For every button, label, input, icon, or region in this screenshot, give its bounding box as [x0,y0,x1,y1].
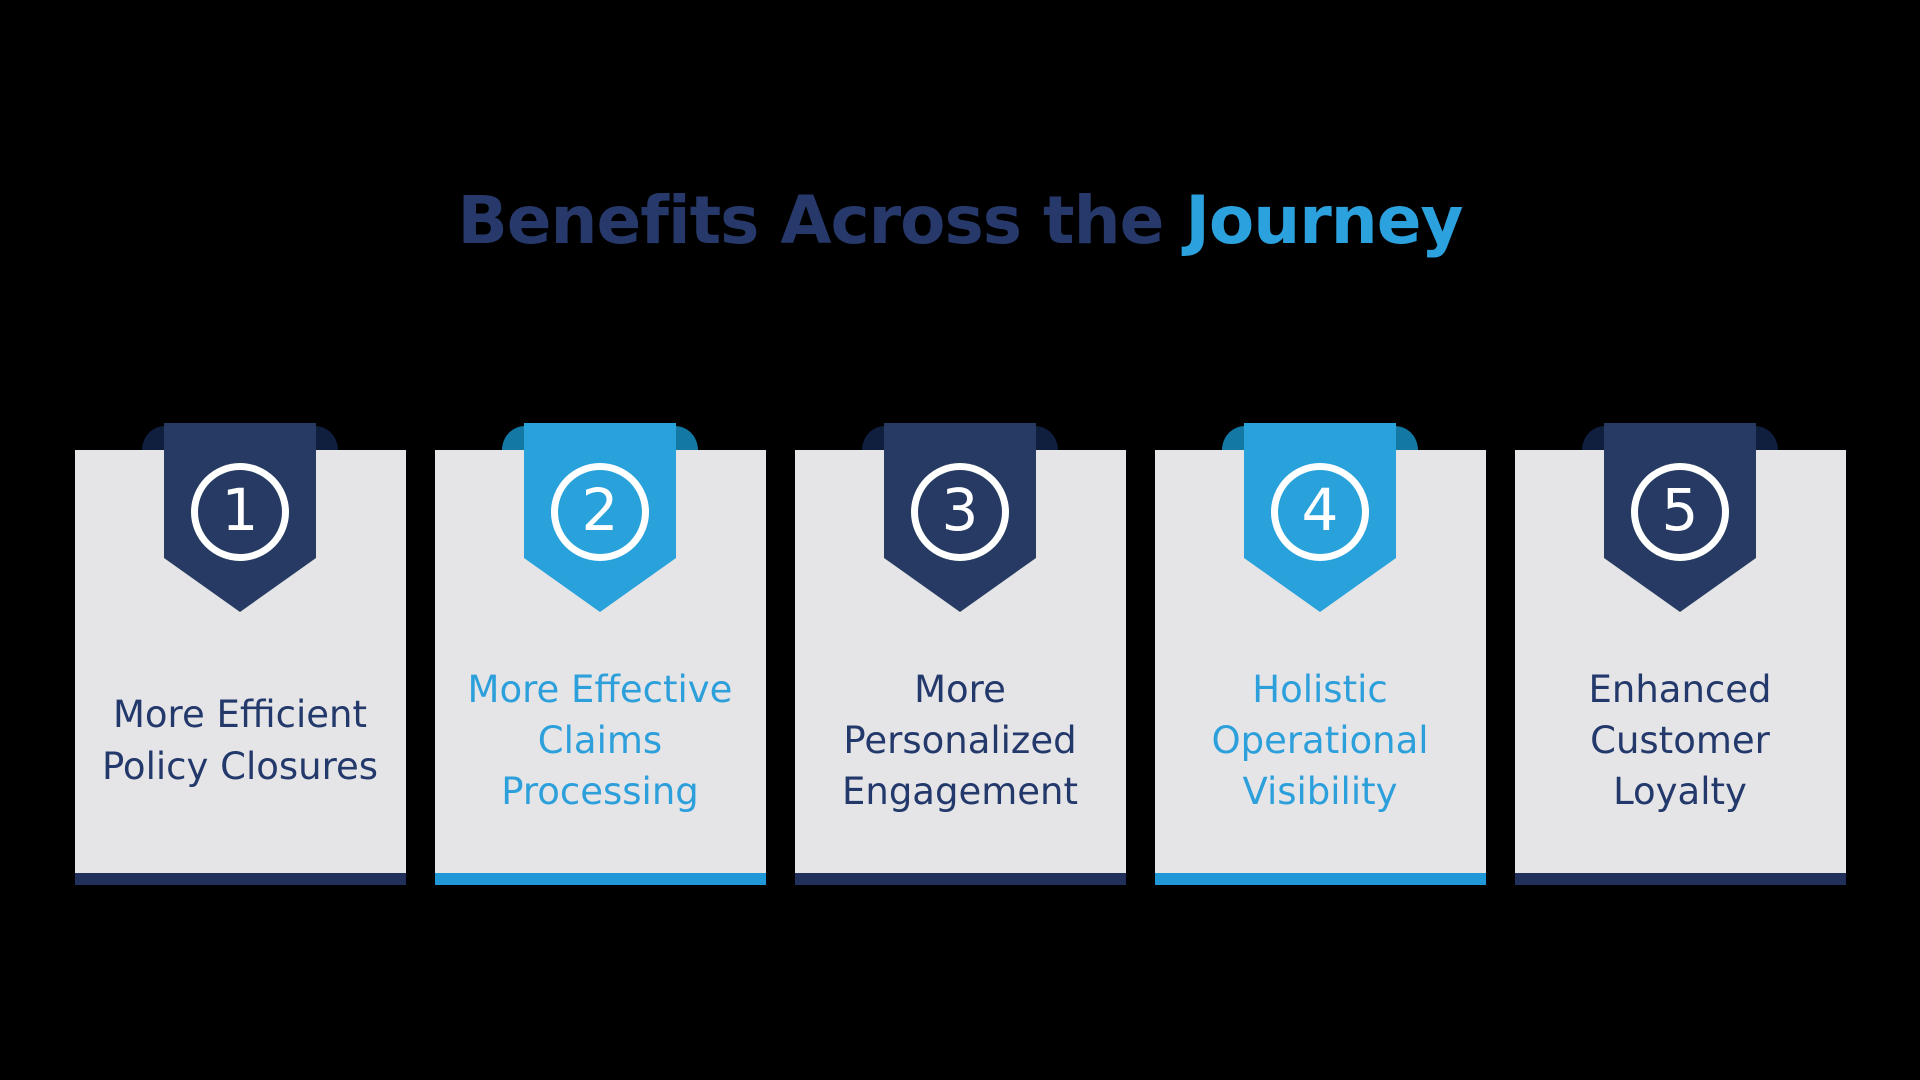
ribbon-banner: 2 [502,423,698,612]
page-title: Benefits Across the Journey [0,183,1920,259]
step-number: 2 [581,476,619,544]
title-text-primary: Benefits Across the [457,182,1186,259]
ribbon-fold-left [862,426,885,450]
ribbon-fold-right [675,426,698,450]
card-accent-bar [1154,873,1486,885]
benefit-cards-row: 1 More Efficient Policy Closures 2 More … [0,423,1920,885]
step-number-badge: 2 [551,463,649,561]
step-number: 4 [1301,476,1339,544]
ribbon-banner: 4 [1222,423,1418,612]
card-text: Enhanced Customer Loyalty [1588,667,1772,814]
card-accent-bar [74,873,406,885]
card-accent-bar [794,873,1126,885]
step-number-badge: 4 [1271,463,1369,561]
title-text-accent: Journey [1185,182,1463,259]
ribbon-fold-right [1395,426,1418,450]
step-number-badge: 1 [191,463,289,561]
benefit-card-3: 3 More Personalized Engagement [794,423,1126,885]
ribbon-fold-left [1582,426,1605,450]
ribbon-banner: 5 [1582,423,1778,612]
step-number: 3 [941,476,979,544]
ribbon-banner: 1 [142,423,338,612]
ribbon-banner: 3 [862,423,1058,612]
ribbon-fold-right [1035,426,1058,450]
benefit-card-4: 4 Holistic Operational Visibility [1154,423,1486,885]
ribbon-fold-left [502,426,525,450]
benefit-card-5: 5 Enhanced Customer Loyalty [1514,423,1846,885]
card-text: More Effective Claims Processing [467,667,733,814]
card-accent-bar [434,873,766,885]
benefit-card-2: 2 More Effective Claims Processing [434,423,766,885]
ribbon-fold-left [142,426,165,450]
card-accent-bar [1514,873,1846,885]
step-number: 1 [221,476,259,544]
card-text: More Efficient Policy Closures [101,693,379,788]
ribbon-fold-left [1222,426,1245,450]
step-number-badge: 5 [1631,463,1729,561]
benefit-card-1: 1 More Efficient Policy Closures [74,423,406,885]
card-text: Holistic Operational Visibility [1211,667,1429,814]
step-number: 5 [1661,476,1699,544]
ribbon-fold-right [1755,426,1778,450]
ribbon-fold-right [315,426,338,450]
step-number-badge: 3 [911,463,1009,561]
card-text: More Personalized Engagement [841,667,1078,814]
